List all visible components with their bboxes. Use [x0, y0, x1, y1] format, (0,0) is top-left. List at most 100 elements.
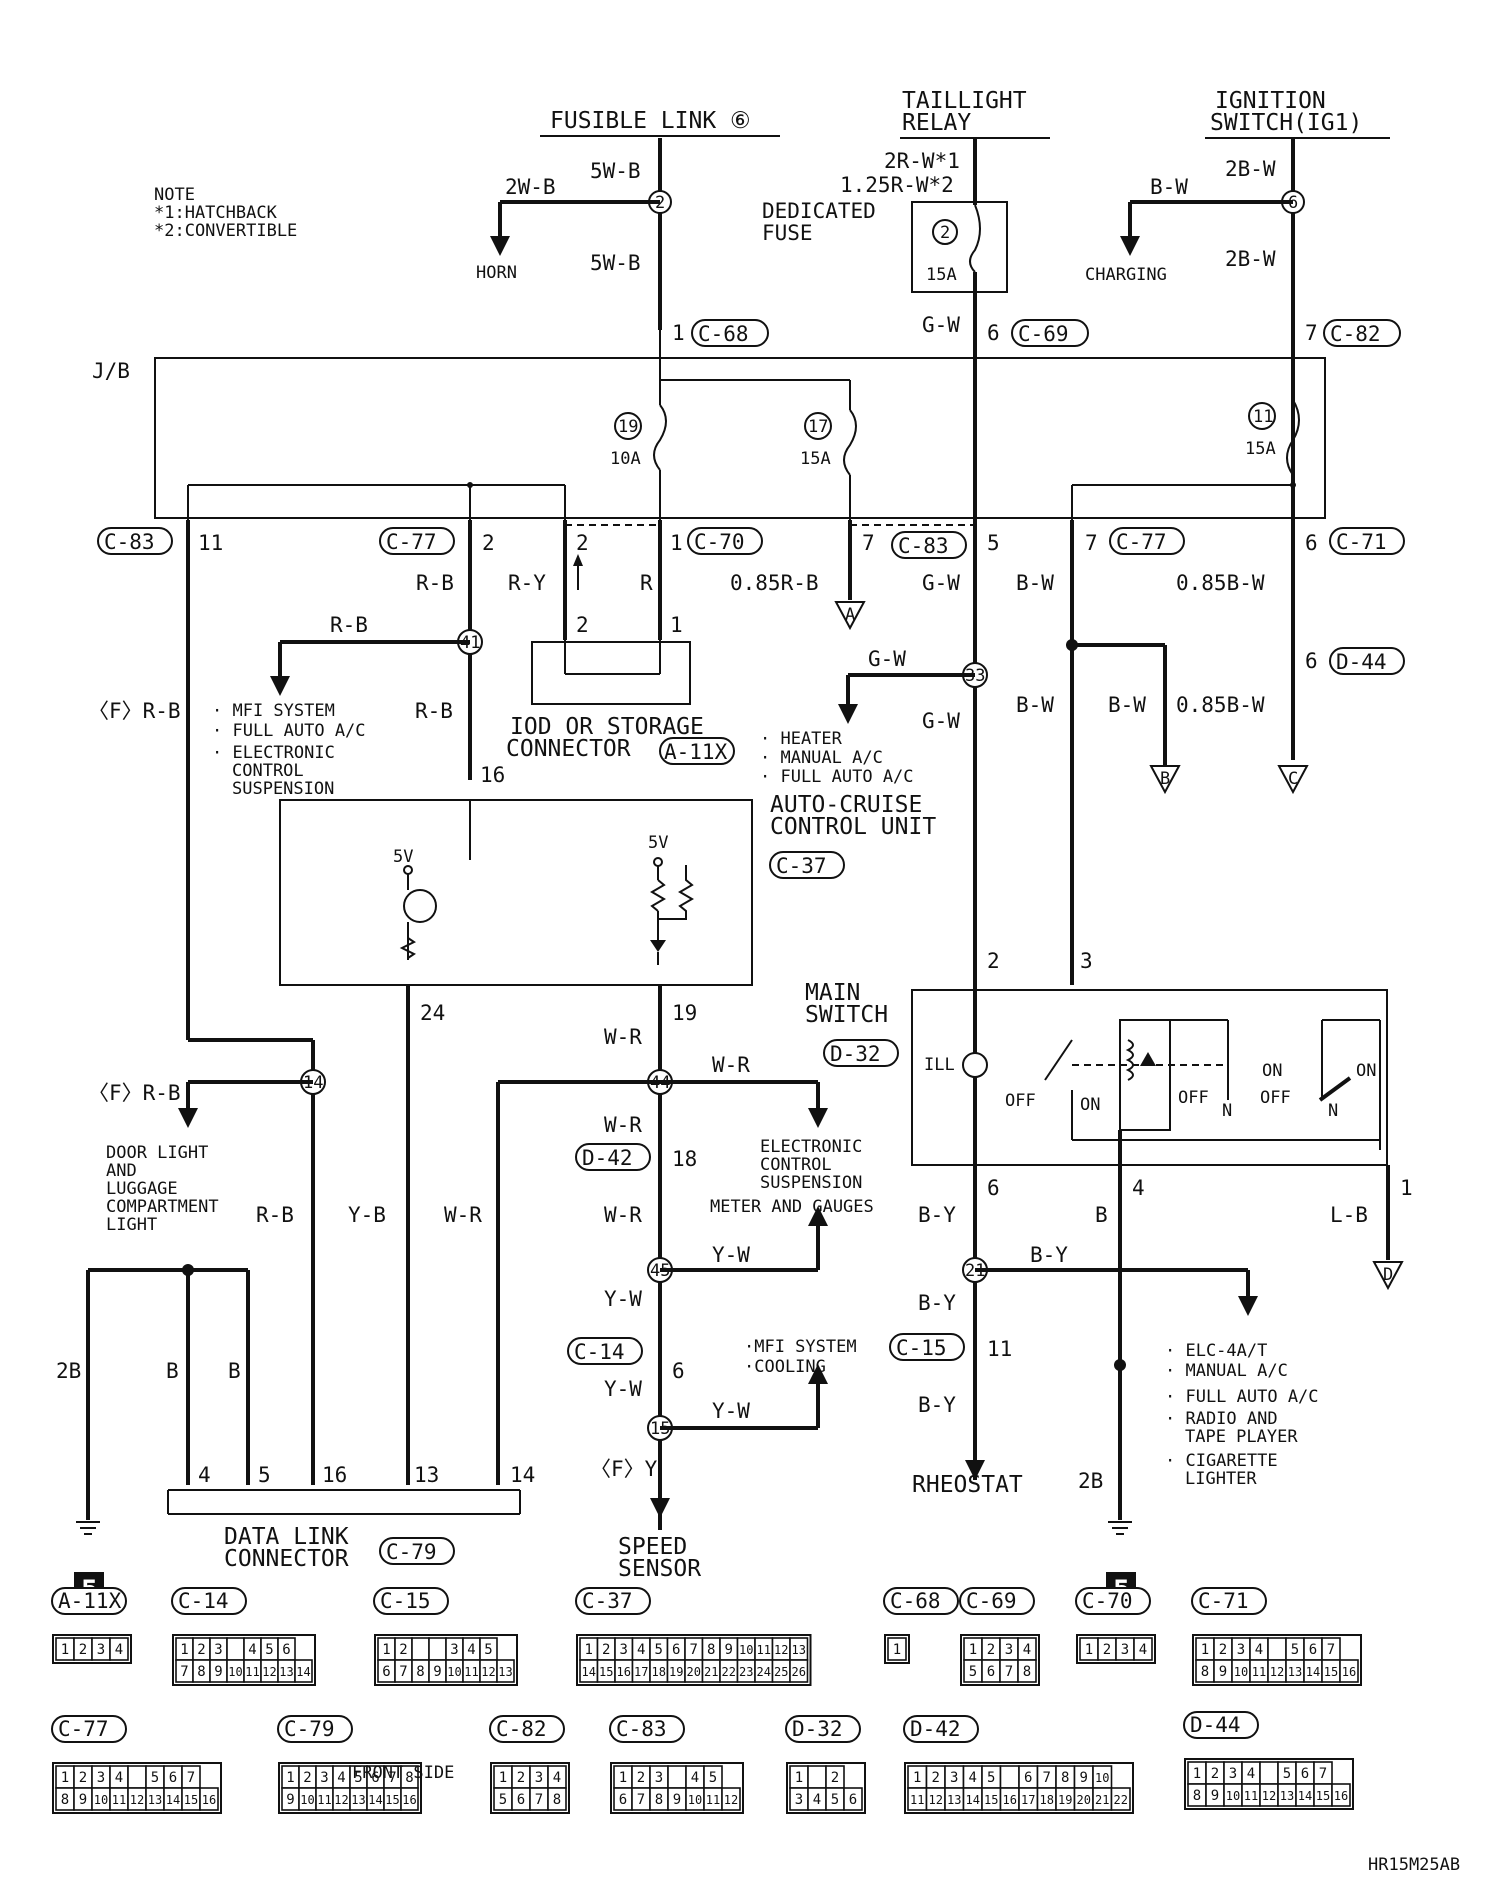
- legend-pin-c-79: 8: [405, 1770, 413, 1786]
- legend-pin-d-44: 13: [1280, 1789, 1294, 1803]
- legend-pin-c-15: 3: [450, 1642, 458, 1658]
- elc-list-1: · ELC-4A/T: [1165, 1341, 1267, 1361]
- fusible-link-label: FUSIBLE LINK ⑥: [550, 108, 751, 134]
- acc-diode: [650, 940, 666, 952]
- legend-pin-d-42: 11: [910, 1793, 924, 1807]
- legend-pin-d-32: 1: [795, 1770, 803, 1786]
- legend-pin-c-69: 1: [969, 1642, 977, 1658]
- dedicated-fuse-box: [911, 201, 1008, 293]
- pin-18: 18: [672, 1147, 697, 1171]
- legend-pin-c-14: 3: [214, 1642, 222, 1658]
- pin-dlc-5: 5: [258, 1463, 271, 1487]
- legend-pin-c-37: 7: [690, 1642, 698, 1658]
- legend-pin-a-11x: 2: [79, 1642, 87, 1658]
- iod-pin-2: 2: [576, 613, 589, 637]
- wire-label-rb2: R-B: [415, 699, 453, 723]
- legend-pin-d-42: 12: [929, 1793, 943, 1807]
- connector-c70-tag: [687, 527, 763, 555]
- dedicated-fuse-label-2: FUSE: [762, 221, 813, 245]
- legend-pin-c-15: 4: [467, 1642, 475, 1658]
- wire-label-rb-branch: R-B: [330, 613, 368, 637]
- legend-cell-a-11x: [109, 1637, 129, 1661]
- wire-label-yw-branch: Y-W: [712, 1243, 750, 1267]
- splice-b: [1114, 1359, 1126, 1371]
- legend-tag-d-32: [785, 1715, 861, 1743]
- legend-pin-c-82: 5: [499, 1792, 507, 1808]
- dedicated-fuse-number-label: 2: [940, 223, 950, 243]
- acc-resistor-a: [399, 937, 416, 959]
- wire-label-bw1: B-W: [1016, 571, 1054, 595]
- legend-tag-c-82: [489, 1715, 565, 1743]
- legend-pin-d-42: 8: [1061, 1770, 1069, 1786]
- wire-label-r: R: [640, 571, 653, 595]
- legend-pin-c-71: 1: [1201, 1642, 1209, 1658]
- wire-label-fy: 〈F〉Y: [590, 1457, 658, 1481]
- legend-pin-c-77: 5: [151, 1770, 159, 1786]
- jb-label: J/B: [92, 359, 130, 383]
- legend-pin-c-37: 4: [637, 1642, 645, 1658]
- legend-pin-c-82: 2: [517, 1770, 525, 1786]
- arrow-speed: [650, 1498, 670, 1518]
- legend-id-c-77: C-77: [58, 1717, 109, 1741]
- pin-16: 16: [480, 763, 505, 787]
- legend-tag-c-14: [171, 1587, 247, 1615]
- connector-d44-id: D-44: [1336, 650, 1387, 674]
- legend-id-c-69: C-69: [966, 1589, 1017, 1613]
- ms-relay-box: [1119, 1019, 1171, 1131]
- wire-label-5wb-top: 5W-B: [590, 159, 641, 183]
- ms-ill-label: ILL: [924, 1055, 955, 1075]
- connector-d32-id: D-32: [830, 1042, 881, 1066]
- pin-c14-6: 6: [672, 1359, 685, 1383]
- legend-pin-d-44: 1: [1193, 1766, 1201, 1782]
- legend-pin-d-42: 4: [969, 1770, 977, 1786]
- legend-pin-d-44: 4: [1247, 1766, 1255, 1782]
- legend-pin-c-83: 1: [619, 1770, 627, 1786]
- legend-tag-c-69: [959, 1587, 1035, 1615]
- junction-2-fusible-label: 2: [655, 193, 665, 213]
- legend-id-c-37: C-37: [582, 1589, 633, 1613]
- meter-label: METER AND GAUGES: [710, 1197, 874, 1217]
- legend-pin-c-37: 26: [792, 1665, 806, 1679]
- legend-pin-c-14: 9: [214, 1664, 222, 1680]
- legend-tag-c-15: [373, 1587, 449, 1615]
- legend-pin-c-15: 10: [447, 1665, 461, 1679]
- connector-c14-tag: [567, 1337, 643, 1365]
- wire-label-by1: B-Y: [918, 1203, 956, 1227]
- pin-d44-6: 6: [1305, 649, 1318, 673]
- wire-label-lb: L-B: [1330, 1203, 1368, 1227]
- legend-face-d-32: [786, 1762, 866, 1814]
- legend-id-d-44: D-44: [1190, 1713, 1241, 1737]
- elc-list-6: · CIGARETTE: [1165, 1451, 1278, 1471]
- legend-pin-c-77: 1: [61, 1770, 69, 1786]
- iod-label-2: CONNECTOR: [506, 736, 631, 762]
- acc-label-2: CONTROL UNIT: [770, 814, 936, 840]
- elc-list-7: LIGHTER: [1185, 1469, 1257, 1489]
- legend-pin-c-83: 8: [655, 1792, 663, 1808]
- mfi-list-5: SUSPENSION: [232, 779, 334, 799]
- legend-pin-c-79: 7: [388, 1770, 396, 1786]
- wire-label-bw3: B-W: [1108, 693, 1146, 717]
- legend-tag-c-70: [1075, 1587, 1151, 1615]
- wire-label-085rb: 0.85R-B: [730, 571, 819, 595]
- legend-pin-c-37: 2: [602, 1642, 610, 1658]
- legend-pin-c-71: 4: [1255, 1642, 1263, 1658]
- arrow-d: [1372, 1261, 1404, 1291]
- connector-c82-tag: [1323, 319, 1401, 347]
- legend-pin-c-77: 14: [166, 1793, 180, 1807]
- main-switch-box: [911, 989, 1388, 1166]
- legend-pin-d-42: 1: [913, 1770, 921, 1786]
- legend-pin-c-68: 1: [893, 1642, 901, 1658]
- legend-pin-d-32: 3: [795, 1792, 803, 1808]
- arrow-b: [1149, 765, 1181, 795]
- pin-c68: 1: [672, 321, 685, 345]
- legend-id-c-14: C-14: [178, 1589, 229, 1613]
- legend-id-c-79: C-79: [284, 1717, 335, 1741]
- pin-c69: 6: [987, 321, 1000, 345]
- wire-label-yw2: Y-W: [604, 1377, 642, 1401]
- dedicated-fuse-label-1: DEDICATED: [762, 199, 876, 223]
- legend-pin-c-37: 20: [687, 1665, 701, 1679]
- ms-off3: OFF: [1260, 1088, 1291, 1108]
- legend-pin-c-71: 9: [1219, 1664, 1227, 1680]
- wire-label-ry: R-Y: [508, 571, 546, 595]
